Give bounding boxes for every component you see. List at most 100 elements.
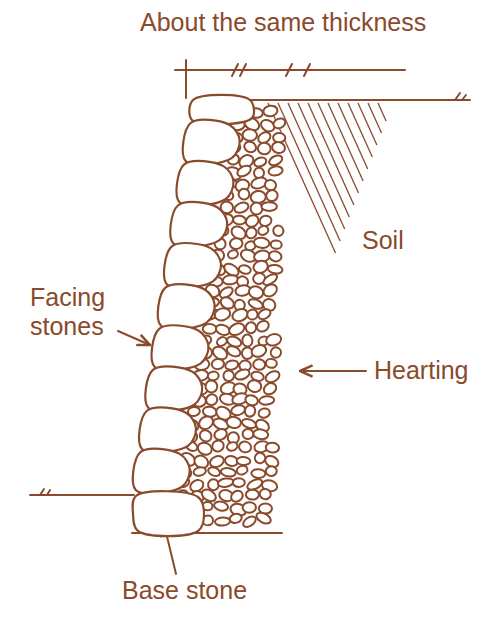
hearting-stone	[271, 141, 286, 155]
hearting-stone	[264, 369, 282, 385]
hearting-stone	[242, 334, 253, 347]
hearting-stone	[233, 215, 246, 225]
soil-hatching	[268, 103, 336, 253]
hearting-stone	[233, 478, 245, 487]
hearting-stone	[267, 264, 283, 275]
hearting-stone	[253, 359, 266, 370]
facing-stone	[158, 284, 215, 329]
hearting-stone	[272, 224, 286, 238]
dimension-tick	[185, 60, 187, 98]
facing-stone	[139, 407, 196, 452]
hearting-stone	[234, 368, 251, 382]
soil-hatching	[298, 103, 349, 217]
hearting-stone	[207, 371, 219, 381]
facing-stone	[183, 120, 240, 165]
hearting-stone	[226, 441, 239, 452]
hearting-stone	[229, 513, 243, 525]
soil-hatching	[358, 103, 377, 145]
hearting-stone	[215, 517, 231, 526]
hearting-stone	[196, 441, 214, 457]
hearting-stone	[211, 358, 225, 370]
hearting-stone	[241, 514, 257, 529]
hearting-stone	[229, 489, 245, 504]
hearting-stone	[253, 237, 270, 249]
facing-stone	[170, 202, 227, 247]
hearting-stone	[207, 466, 221, 478]
hearting-stone	[255, 511, 273, 526]
soil-hatching	[348, 103, 372, 157]
hearting-stone	[265, 442, 279, 453]
part-label: About the same thickness	[140, 8, 426, 37]
hearting-stone	[238, 440, 253, 453]
part-label: Hearting	[374, 356, 469, 385]
hearting-stone	[222, 369, 236, 383]
hearting-stone	[213, 427, 229, 441]
hearting-stone	[222, 274, 238, 285]
hearting-stone	[246, 309, 258, 321]
hearting-stone	[236, 457, 250, 466]
soil-hatching	[308, 103, 354, 205]
hearting-stone	[241, 417, 257, 430]
hearting-stone	[268, 165, 283, 176]
hearting-stone	[227, 321, 246, 337]
soil-hatching	[328, 103, 363, 181]
hearting-stone	[258, 407, 271, 419]
hearting-stone	[242, 129, 257, 141]
hearting-stone	[265, 333, 282, 348]
leader-arrow	[118, 331, 150, 345]
hearting-stone	[245, 322, 256, 333]
hearting-stone	[257, 307, 273, 321]
hearting-stone	[268, 154, 284, 168]
hearting-stone	[213, 500, 229, 512]
hearting-stone	[255, 319, 271, 334]
base-stone	[133, 491, 204, 536]
hearting-stone	[227, 249, 239, 260]
part-label: Facing stones	[30, 283, 130, 341]
ground-line	[250, 93, 470, 100]
hearting-stone	[257, 224, 270, 236]
hearting-stone	[204, 392, 219, 407]
hearting-stone	[210, 439, 225, 454]
hearting-stone	[263, 105, 279, 118]
hearting-stone	[213, 306, 231, 322]
hearting-stone	[258, 488, 272, 501]
facing-stone	[145, 366, 202, 411]
hearting-stone	[254, 168, 264, 179]
hearting-stone	[270, 240, 282, 249]
dimension-tick	[286, 64, 310, 76]
hearting-stone	[224, 359, 239, 371]
hearting-stone	[262, 381, 279, 397]
hearting-stone	[225, 344, 242, 358]
soil-hatching	[318, 103, 359, 193]
hearting-stone	[242, 429, 253, 439]
facing-stone	[177, 161, 234, 206]
hearting-stone	[261, 202, 277, 211]
soil-hatching	[378, 103, 386, 121]
hearting-stone	[242, 140, 257, 155]
ground-line	[30, 489, 134, 495]
hearting-stone	[204, 379, 218, 393]
hearting-stone	[258, 143, 271, 155]
hearting-stone	[265, 466, 277, 476]
hearting-stone	[237, 187, 251, 201]
hearting-stone	[217, 477, 234, 488]
hearting-stone	[268, 250, 283, 263]
hearting-stone	[244, 404, 256, 417]
facing-stone	[164, 243, 221, 288]
hearting-stone	[230, 404, 246, 417]
hearting-stone	[250, 343, 268, 359]
hearting-stone	[246, 379, 262, 394]
hearting-stone	[247, 297, 264, 311]
hearting-stone	[273, 133, 285, 143]
hearting-stone	[261, 282, 279, 299]
hearting-stone	[220, 467, 236, 477]
dimension-tick	[232, 64, 246, 76]
soil-hatching	[278, 103, 340, 241]
facing-stone	[133, 449, 190, 494]
hearting-stone	[229, 238, 243, 250]
leader-arrow	[300, 370, 366, 372]
hearting-stone	[247, 284, 264, 300]
part-label: Soil	[362, 226, 404, 255]
hearting-stone	[251, 469, 266, 479]
hearting-stone	[253, 156, 268, 168]
